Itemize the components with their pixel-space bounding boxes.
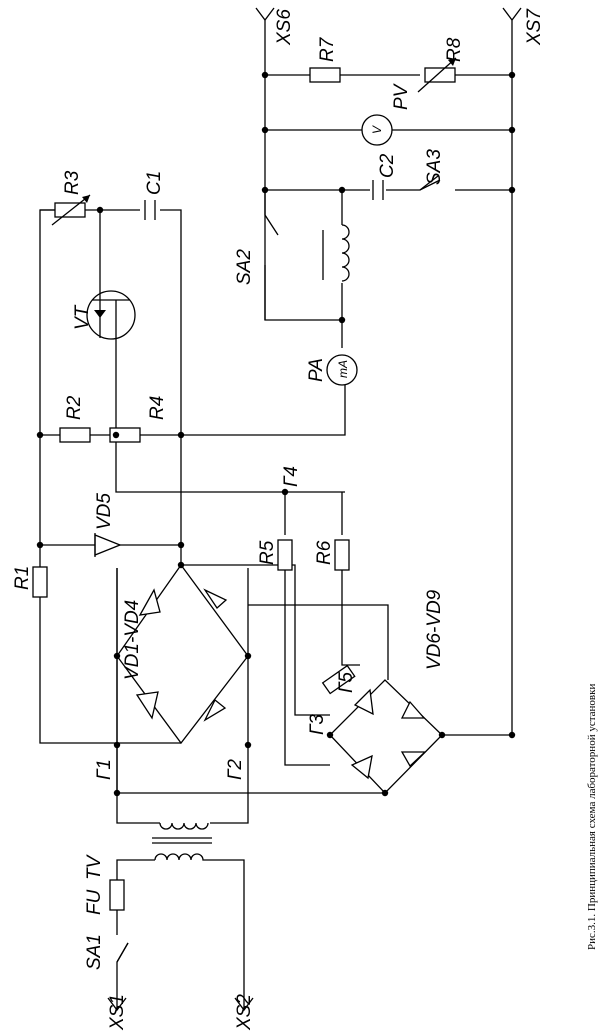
label-sa3: SA3: [424, 149, 445, 185]
resistor-r5: [277, 539, 293, 571]
label-g5: Г5: [336, 672, 357, 693]
diode-bridge-1: [135, 588, 228, 722]
label-g4: Г4: [281, 466, 302, 487]
terminal-xs2: [234, 997, 254, 1012]
inductor-l: [322, 224, 350, 282]
label-xs6: XS6: [274, 9, 295, 46]
transformer-tv: [152, 822, 212, 861]
label-vd5: VD5: [94, 493, 115, 530]
resistor-r4: [109, 427, 141, 443]
label-bridge1: VD1-VD4: [122, 600, 143, 680]
terminal-xs6: [255, 7, 275, 22]
resistor-r3: [51, 194, 91, 226]
label-g2: Г2: [225, 759, 246, 780]
label-xs1: XS1: [107, 994, 128, 1031]
meter-units: mA V: [336, 125, 384, 378]
resistor-r6: [334, 539, 350, 571]
label-bridge2: VD6-VD9: [424, 589, 445, 670]
figure-caption: Рис.3.1. Принципиальная схема лабораторн…: [586, 684, 598, 950]
switch-sa3: [419, 175, 439, 191]
label-c2: C2: [377, 153, 398, 178]
label-c1: C1: [144, 171, 165, 195]
meter-pa: [326, 354, 358, 386]
label-r5: R5: [257, 540, 278, 565]
switch-sa1: [116, 942, 129, 963]
resistor-r1: [32, 566, 48, 598]
label-r2: R2: [64, 395, 85, 420]
capacitor-c1: [140, 200, 160, 220]
label-pv-unit: V: [370, 125, 384, 134]
label-pa: PA: [306, 358, 327, 382]
label-r3: R3: [62, 170, 83, 195]
diode-vd5: [94, 533, 122, 557]
meter-pv: [361, 114, 393, 146]
label-xs7: XS7: [524, 8, 545, 46]
label-fu: FU: [84, 889, 105, 915]
capacitor-c2: [372, 180, 384, 200]
diode-bridge-2: [350, 688, 427, 780]
label-pa-unit: mA: [336, 360, 350, 378]
label-g1: Г1: [94, 759, 115, 780]
terminal-xs7: [502, 7, 522, 22]
resistor-gamma: [321, 664, 356, 695]
label-r6: R6: [314, 540, 335, 565]
label-r7: R7: [317, 36, 338, 62]
label-r1: R1: [12, 566, 33, 590]
transistor-vt: [86, 280, 136, 343]
label-r4: R4: [147, 396, 168, 420]
terminal-xs1: [107, 997, 127, 1012]
wires: [39, 20, 513, 1010]
label-pv: PV: [391, 82, 412, 110]
junctions: [36, 71, 516, 797]
fuse-fu: [109, 879, 125, 911]
label-sa2: SA2: [234, 249, 255, 285]
resistor-r8: [417, 57, 457, 93]
labels: XS1 XS2 XS6 XS7 SA1 FU TV R1 R2 R3 R4 R5…: [12, 8, 545, 1031]
label-r8: R8: [444, 37, 465, 62]
label-xs2: XS2: [234, 994, 255, 1031]
label-vt: VT: [72, 304, 93, 330]
label-g3: Г3: [307, 714, 328, 735]
resistor-r7: [309, 67, 341, 83]
resistor-r2: [59, 427, 91, 443]
label-sa1: SA1: [84, 934, 105, 970]
label-tv: TV: [84, 853, 105, 880]
